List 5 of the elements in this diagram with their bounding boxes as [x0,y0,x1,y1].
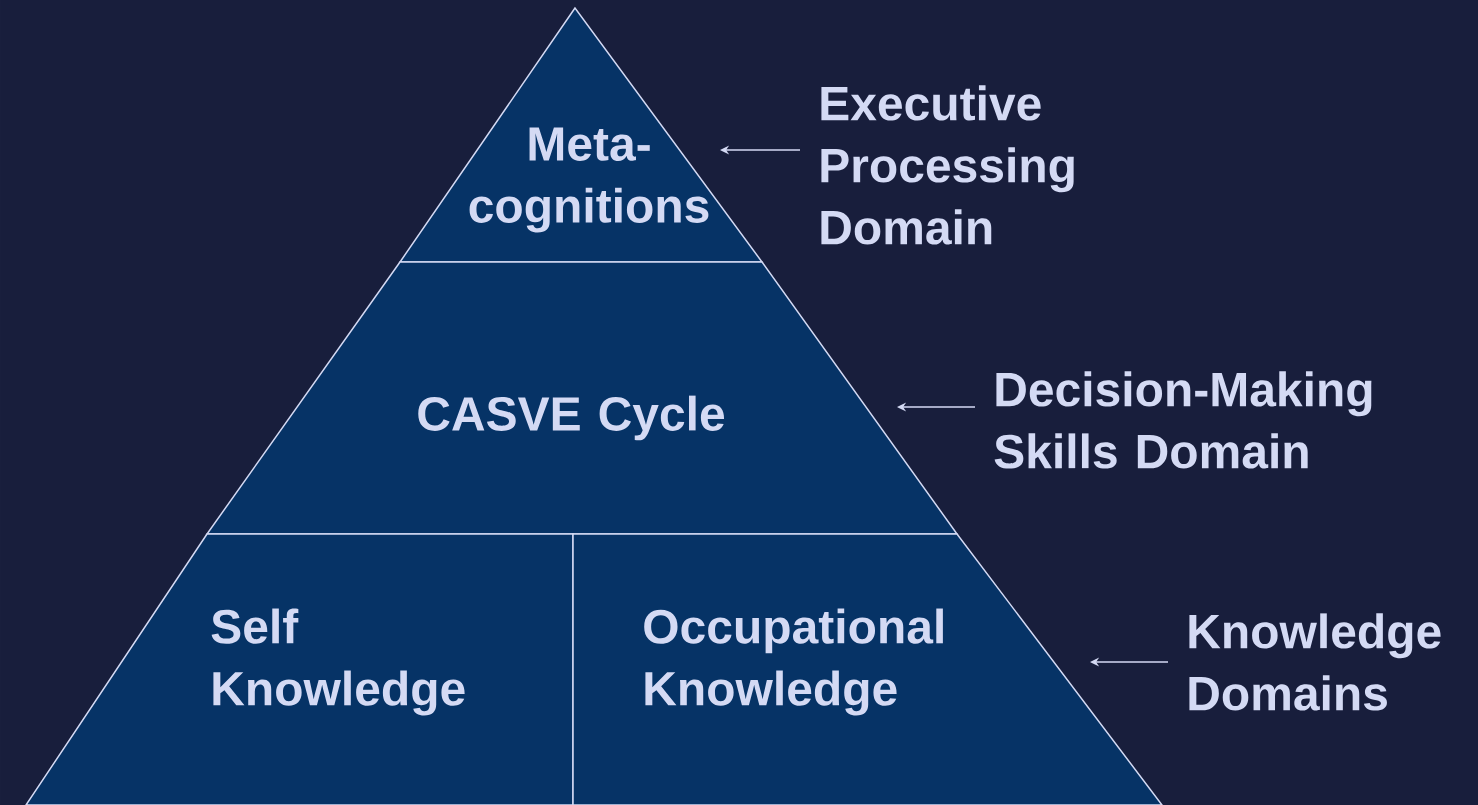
pyramid-layer: Occupational Knowledge [572,533,1164,805]
pyramid-layer: Self Knowledge [24,533,574,805]
domain-label: Knowledge Domains [1189,613,1441,711]
domain-label: Executive Processing Domain [821,85,1074,245]
domain-label: Decision-Making Skills Domain [994,371,1372,469]
